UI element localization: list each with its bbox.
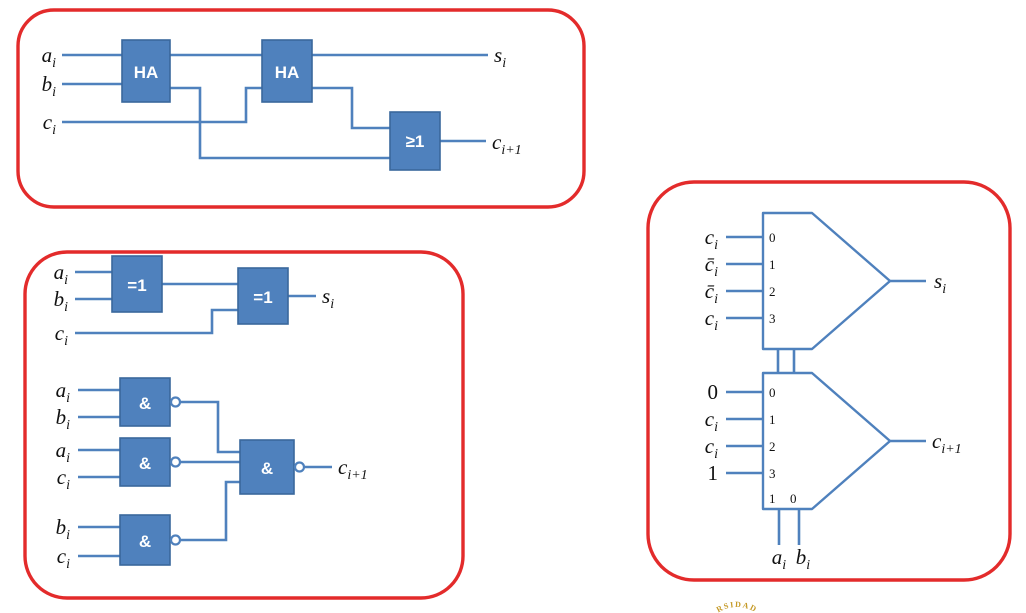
wire-nand1-to-final xyxy=(181,400,240,454)
input-label-ci: ci xyxy=(43,110,56,138)
mux2-input-label-0: 0 xyxy=(708,380,719,404)
half-adder-2-gate xyxy=(261,39,313,103)
nand1-label: & xyxy=(139,394,151,413)
mux2-select-port-0: 0 xyxy=(790,491,797,506)
mux-sum-output-label: si xyxy=(934,269,946,297)
wire-ci-to-ha2 xyxy=(62,86,262,124)
nand-input-label-ai-1: ai xyxy=(56,378,71,406)
nand-final-label: & xyxy=(261,459,273,478)
sum-output-label: si xyxy=(322,284,334,312)
mux-carry-output-label: ci+1 xyxy=(932,429,962,457)
red-frame-3 xyxy=(646,180,1012,582)
xor-gate-2 xyxy=(237,267,289,325)
university-seal-logo: RSIDAD xyxy=(715,600,759,613)
carry-mux-shape xyxy=(761,371,892,511)
nand-gate-2 xyxy=(119,437,171,487)
output-label-si: si xyxy=(494,43,506,71)
nand3-label: & xyxy=(139,532,151,551)
mux1-port-1: 1 xyxy=(769,257,776,272)
inverter-bubble-final xyxy=(293,461,306,473)
xor2-label: =1 xyxy=(253,288,272,307)
input-label-bi: bi xyxy=(42,72,57,100)
select-input-label-ai: ai xyxy=(772,545,787,573)
mux2-select-port-1: 1 xyxy=(769,491,776,506)
mux1-input-label-ci-3: ci xyxy=(705,306,718,334)
nand-input-label-ci-2: ci xyxy=(57,544,70,572)
mux2-input-label-ci-1: ci xyxy=(705,407,718,435)
inverter-bubble-nand3 xyxy=(169,534,182,546)
red-frame-1 xyxy=(16,8,586,209)
nand-gate-final xyxy=(239,439,295,495)
output-label-carry: ci+1 xyxy=(492,130,522,158)
wire-ha2-carry-to-or xyxy=(312,86,390,130)
mux2-input-label-1: 1 xyxy=(708,461,719,485)
mux2-port-3: 3 xyxy=(769,466,776,481)
xor-input-label-bi: bi xyxy=(54,287,69,315)
inverter-bubble-nand1 xyxy=(169,396,182,408)
mux1-port-0: 0 xyxy=(769,230,776,245)
half-adder-implementation: HA HA ≥1 ai bi ci si ci+1 xyxy=(16,8,586,209)
wire-ha1-carry-to-or xyxy=(170,86,390,160)
mux1-input-label-cbar-1: c̄i xyxy=(705,252,718,280)
nand-input-label-ai-2: ai xyxy=(56,438,71,466)
half-adder-2-label: HA xyxy=(275,63,300,82)
xor-input-label-ci: ci xyxy=(55,321,68,349)
half-adder-1-gate xyxy=(121,39,171,103)
logo-arc-text: RSIDAD xyxy=(715,600,759,613)
inverter-bubble-nand2 xyxy=(169,456,182,468)
mux1-input-label-ci-0: ci xyxy=(705,225,718,253)
mux2-port-0: 0 xyxy=(769,385,776,400)
or-gate xyxy=(389,111,441,171)
mux1-input-label-cbar-2: c̄i xyxy=(705,279,718,307)
gate-level-implementation: =1 =1 & & & & ai bi ci si ai bi ai ci bi… xyxy=(23,250,465,600)
mux2-port-1: 1 xyxy=(769,412,776,427)
red-frame-2 xyxy=(23,250,465,600)
sum-mux-shape xyxy=(761,211,892,351)
mux1-port-3: 3 xyxy=(769,311,776,326)
mux1-port-2: 2 xyxy=(769,284,776,299)
wire-ci-to-xor2 xyxy=(75,308,238,335)
nand-input-label-ci-1: ci xyxy=(57,465,70,493)
mux2-port-2: 2 xyxy=(769,439,776,454)
xor-input-label-ai: ai xyxy=(54,260,69,288)
mux-implementation: 0 1 2 3 0 1 2 3 1 0 ci c̄i c̄i ci 0 ci c… xyxy=(646,180,1012,582)
select-input-label-bi: bi xyxy=(796,545,811,573)
nand-input-label-bi-1: bi xyxy=(56,405,71,433)
half-adder-1-label: HA xyxy=(134,63,159,82)
carry-output-label: ci+1 xyxy=(338,455,368,483)
wire-nand3-to-final xyxy=(181,480,240,542)
xor-gate-1 xyxy=(111,255,163,313)
nand-input-label-bi-2: bi xyxy=(56,515,71,543)
input-label-ai: ai xyxy=(42,43,57,71)
or-gate-label: ≥1 xyxy=(406,132,425,151)
nand2-label: & xyxy=(139,454,151,473)
mux2-input-label-ci-2: ci xyxy=(705,434,718,462)
nand-gate-3 xyxy=(119,514,171,566)
xor1-label: =1 xyxy=(127,276,146,295)
